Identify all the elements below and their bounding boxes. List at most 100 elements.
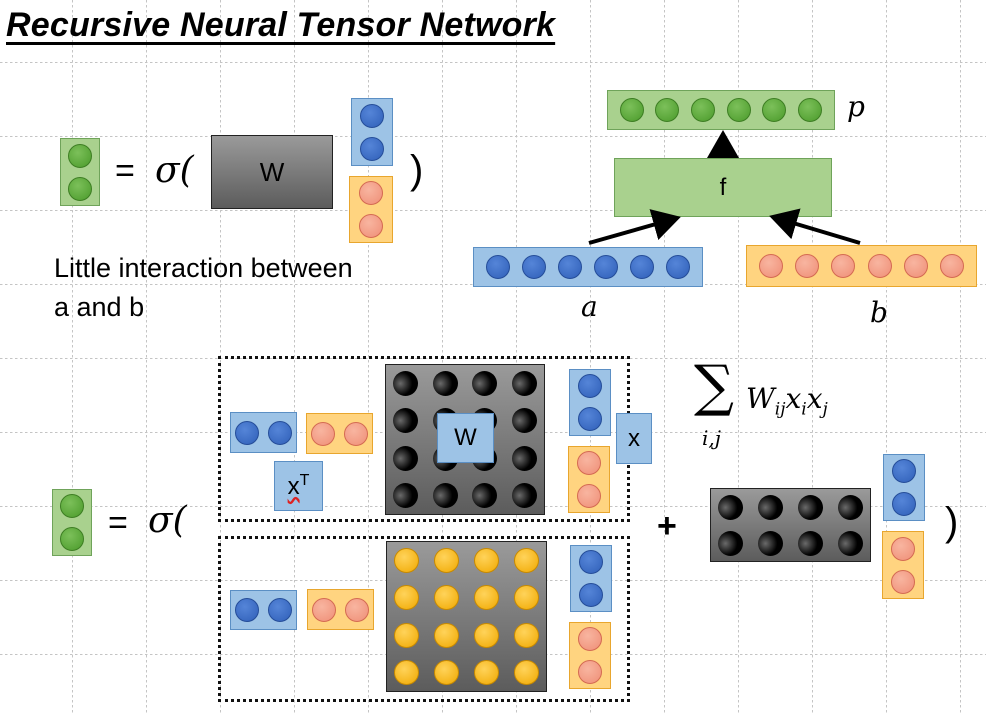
x-vector-a xyxy=(569,369,611,436)
input-vector-a xyxy=(351,98,393,166)
slice2-vector-b xyxy=(307,589,374,630)
vector-element xyxy=(522,255,546,279)
vector-element xyxy=(798,98,823,122)
vector-element xyxy=(578,627,602,652)
parent-vector-p xyxy=(607,90,835,130)
matrix-element xyxy=(718,530,744,556)
vector-element xyxy=(235,420,260,445)
vector-element xyxy=(891,569,915,594)
matrix-element xyxy=(718,494,744,520)
w-label-box: W xyxy=(437,413,494,463)
sigma-open-bottom: σ( xyxy=(148,500,187,541)
tensor-slice-2 xyxy=(386,541,547,692)
vector-element xyxy=(903,254,928,278)
vector-element xyxy=(578,406,602,431)
function-label: f xyxy=(719,173,727,201)
tensor-element xyxy=(472,371,498,397)
tensor-element xyxy=(473,659,499,685)
page-title: Recursive Neural Tensor Network xyxy=(6,6,556,44)
vector-element xyxy=(68,143,92,168)
vector-element xyxy=(359,213,383,238)
vector-element xyxy=(666,255,690,279)
vector-element xyxy=(60,494,84,519)
x-i-symbol: x xyxy=(785,382,802,415)
x-j-subscript: j xyxy=(822,399,828,420)
tensor-element xyxy=(513,622,539,648)
vector-element xyxy=(867,254,892,278)
vector-element xyxy=(360,136,384,161)
vector-element xyxy=(619,98,644,122)
matrix-element xyxy=(797,494,823,520)
vector-element xyxy=(795,254,820,278)
tensor-element xyxy=(473,548,499,574)
w-symbol: W xyxy=(746,382,775,415)
vector-element xyxy=(691,98,716,122)
vector-element xyxy=(60,526,84,551)
vector-element xyxy=(579,550,603,575)
tensor-element xyxy=(394,659,420,685)
matrix-element xyxy=(758,530,784,556)
slice2-vector-a xyxy=(230,590,297,630)
vector-element xyxy=(344,597,369,622)
x-label: x xyxy=(628,424,640,452)
sum-subscript: i,j xyxy=(702,426,721,450)
vector-element xyxy=(486,255,510,279)
output-vector xyxy=(60,138,100,206)
plus-sign: + xyxy=(657,507,677,545)
sum-term: Wijxixj xyxy=(746,382,828,420)
output-vector-bottom xyxy=(52,489,92,556)
x-transpose-label-box: xT xyxy=(274,461,323,511)
child-label-b: b xyxy=(870,296,888,329)
arrow-a-to-f xyxy=(588,209,681,245)
vector-element xyxy=(267,420,292,445)
bottom-vector-a xyxy=(883,454,925,521)
sigma-open: σ( xyxy=(155,150,194,191)
transpose-superscript: T xyxy=(299,471,310,489)
close-paren: ) xyxy=(410,148,424,192)
x-label-box: x xyxy=(616,413,652,464)
vector-element xyxy=(359,181,383,206)
child-label-a: a xyxy=(581,290,598,323)
tensor-element xyxy=(472,482,498,508)
tensor-element xyxy=(432,482,458,508)
matrix-element xyxy=(797,530,823,556)
tensor-element xyxy=(511,482,537,508)
composition-function-f: f xyxy=(614,158,832,217)
vector-element xyxy=(235,598,260,622)
vector-element xyxy=(578,659,602,684)
child-vector-a xyxy=(473,247,703,287)
vector-element xyxy=(577,451,601,476)
parent-label: p xyxy=(847,90,865,123)
vector-element xyxy=(726,98,751,122)
tensor-element xyxy=(513,548,539,574)
summation-formula: ∑ i,j Wijxixj xyxy=(690,354,870,460)
matrix-dots-black xyxy=(711,489,870,561)
vector-element xyxy=(579,582,603,607)
vector-element xyxy=(343,421,368,446)
vector-element xyxy=(892,491,916,516)
vector-element xyxy=(630,255,654,279)
vector-element xyxy=(939,254,964,278)
tensor-element xyxy=(513,585,539,611)
matrix-element xyxy=(758,494,784,520)
matrix-element xyxy=(837,494,863,520)
tensor-element xyxy=(434,622,460,648)
vector-element xyxy=(831,254,856,278)
x-transpose-b xyxy=(306,413,373,454)
tensor-element xyxy=(434,585,460,611)
weight-matrix-bottom xyxy=(710,488,871,562)
tensor-element xyxy=(434,548,460,574)
caption-line-2: a and b xyxy=(54,292,145,322)
equals-sign: = xyxy=(115,152,135,190)
tensor-element xyxy=(473,585,499,611)
tensor-element xyxy=(393,445,419,471)
vector-element xyxy=(892,459,916,484)
vector-element xyxy=(762,98,787,122)
child-vector-b xyxy=(746,245,977,287)
x-j-symbol: x xyxy=(806,382,823,415)
w-label: W xyxy=(454,424,477,451)
x-transpose-label: xT xyxy=(288,472,310,501)
tensor-element xyxy=(393,408,419,434)
x-vector-b xyxy=(568,446,610,513)
